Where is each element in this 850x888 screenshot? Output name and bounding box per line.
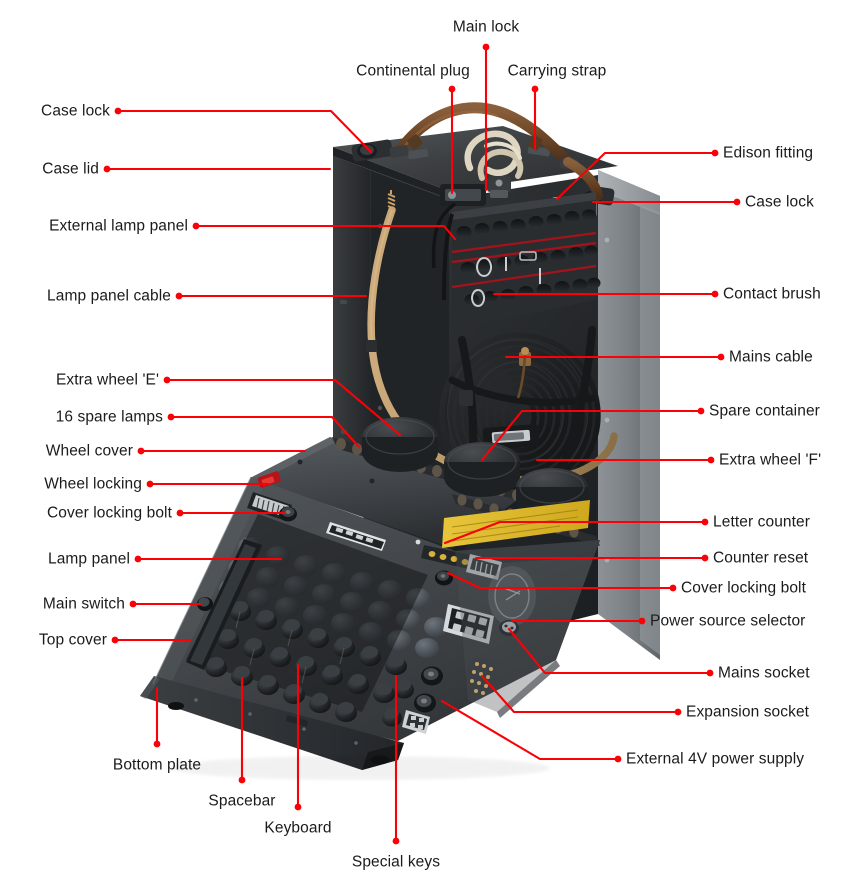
leader-dot-main-switch	[129, 600, 137, 608]
callout-label-extra-wheel-f: Extra wheel 'F'	[719, 451, 822, 469]
leader-dot-cover-locking-bolt-left	[176, 509, 184, 517]
callout-label-continental-plug: Continental plug	[356, 62, 470, 80]
leader-line-spare-container	[480, 409, 703, 462]
leader-dot-bottom-plate	[153, 740, 161, 748]
leader-line-expansion-socket	[480, 674, 680, 714]
callout-label-cover-locking-bolt-left: Cover locking bolt	[47, 504, 172, 522]
leader-line-cover-locking-bolt-right	[446, 571, 675, 590]
callout-label-main-switch: Main switch	[42, 595, 125, 613]
side-emblem	[488, 566, 536, 626]
callout-label-cover-locking-bolt-right: Cover locking bolt	[681, 579, 806, 597]
keyboard-part	[205, 601, 414, 727]
callout-label-case-lock-right: Case lock	[745, 193, 814, 211]
leader-dot-wheel-locking	[146, 480, 154, 488]
callout-label-wheel-cover: Wheel cover	[45, 442, 133, 460]
leader-lines	[105, 45, 739, 843]
callout-label-special-keys: Special keys	[351, 853, 441, 871]
leader-dot-spacebar	[238, 776, 246, 784]
leader-line-case-lock-left	[116, 109, 373, 154]
callout-label-carrying-strap: Carrying strap	[507, 62, 607, 80]
leader-line-spare-lamps	[169, 415, 361, 449]
callout-label-edison-fitting: Edison fitting	[723, 144, 814, 162]
bottom-plate-part	[140, 676, 404, 770]
leader-dot-special-keys	[392, 837, 400, 845]
callout-label-letter-counter: Letter counter	[713, 513, 811, 531]
leader-dot-spare-lamps	[167, 413, 175, 421]
callout-label-external-lamp-panel: External lamp panel	[49, 217, 188, 235]
callout-label-contact-brush: Contact brush	[723, 285, 821, 303]
callout-label-expansion-socket: Expansion socket	[686, 703, 810, 721]
maker-nameplate	[326, 522, 386, 551]
leader-dot-top-cover	[111, 636, 119, 644]
leader-dots	[103, 43, 741, 845]
small-badge-plate	[402, 710, 430, 734]
instruction-plate	[442, 500, 590, 548]
callout-label-bottom-plate: Bottom plate	[112, 756, 202, 774]
cipher-wheels	[332, 417, 600, 546]
leader-line-extra-wheel-e	[165, 378, 402, 437]
leader-dot-extra-wheel-f	[707, 456, 715, 464]
callout-label-lamp-panel-cable: Lamp panel cable	[47, 287, 171, 305]
continental-plug-part	[464, 130, 524, 198]
leader-dot-main-lock	[482, 43, 490, 51]
cover-locking-bolt-left-part	[279, 506, 297, 522]
callout-label-case-lid: Case lid	[42, 160, 99, 178]
leader-line-external-4v-power-supply	[440, 699, 620, 761]
leader-dot-counter-reset	[701, 554, 709, 562]
leader-dot-case-lock-right	[733, 198, 741, 206]
mains-cable-plug	[482, 424, 540, 450]
leader-line-mains-socket	[507, 627, 712, 675]
counter-reset-part	[466, 554, 502, 580]
leader-dot-contact-brush	[711, 290, 719, 298]
leader-dot-spare-container	[697, 407, 705, 415]
leader-dot-mains-socket	[706, 669, 714, 677]
callout-label-spacebar: Spacebar	[208, 792, 276, 810]
callout-label-mains-socket: Mains socket	[718, 664, 810, 682]
leader-dot-external-lamp-panel	[192, 222, 200, 230]
external-4v-power-supply-part	[414, 666, 443, 713]
spacebar-part	[186, 539, 262, 670]
callout-label-external-4v-power-supply: External 4V power supply	[626, 750, 805, 768]
case-lock-left-part	[351, 139, 393, 162]
leader-dot-case-lock-left	[114, 107, 122, 115]
letter-counter-part	[415, 539, 480, 571]
leader-dot-keyboard	[294, 803, 302, 811]
leader-dot-external-4v-power-supply	[614, 755, 622, 763]
callout-label-counter-reset: Counter reset	[713, 549, 809, 567]
carrying-strap-part	[394, 102, 574, 168]
callout-label-case-lock-left: Case lock	[41, 102, 110, 120]
enigma-machine-body	[140, 417, 600, 770]
leader-line-edison-fitting	[555, 151, 717, 201]
callout-label-wheel-locking: Wheel locking	[44, 475, 142, 493]
leader-dot-case-lid	[103, 165, 111, 173]
leader-line-external-lamp-panel	[194, 224, 457, 241]
extra-wheel-e-part	[362, 417, 438, 472]
callout-label-mains-cable: Mains cable	[729, 348, 813, 366]
callout-label-main-lock: Main lock	[452, 18, 520, 36]
leader-dot-mains-cable	[717, 353, 725, 361]
callout-label-keyboard: Keyboard	[264, 819, 332, 837]
leader-dot-power-source-selector	[638, 617, 646, 625]
callout-label-extra-wheel-e: Extra wheel 'E'	[55, 371, 159, 389]
leader-dot-carrying-strap	[531, 85, 539, 93]
callout-label-spare-container: Spare container	[709, 402, 820, 420]
leader-dot-wheel-cover	[137, 447, 145, 455]
external-lamp-panel-part	[431, 192, 601, 330]
callout-label-lamp-panel: Lamp panel	[47, 550, 130, 568]
leader-line-letter-counter	[443, 520, 707, 545]
callout-label-spare-lamps: 16 spare lamps	[55, 408, 163, 426]
callout-label-top-cover: Top cover	[38, 631, 107, 649]
leader-dot-lamp-panel-cable	[175, 292, 183, 300]
callout-label-power-source-selector: Power source selector	[650, 612, 806, 630]
leader-dot-continental-plug	[448, 85, 456, 93]
leader-dot-expansion-socket	[674, 708, 682, 716]
leader-dot-letter-counter	[701, 518, 709, 526]
leader-dot-extra-wheel-e	[163, 376, 171, 384]
leader-dot-lamp-panel	[134, 555, 142, 563]
leader-dot-cover-locking-bolt-right	[669, 584, 677, 592]
leader-dot-edison-fitting	[711, 149, 719, 157]
power-source-selector-part	[443, 604, 494, 644]
spare-container-part	[444, 442, 520, 497]
